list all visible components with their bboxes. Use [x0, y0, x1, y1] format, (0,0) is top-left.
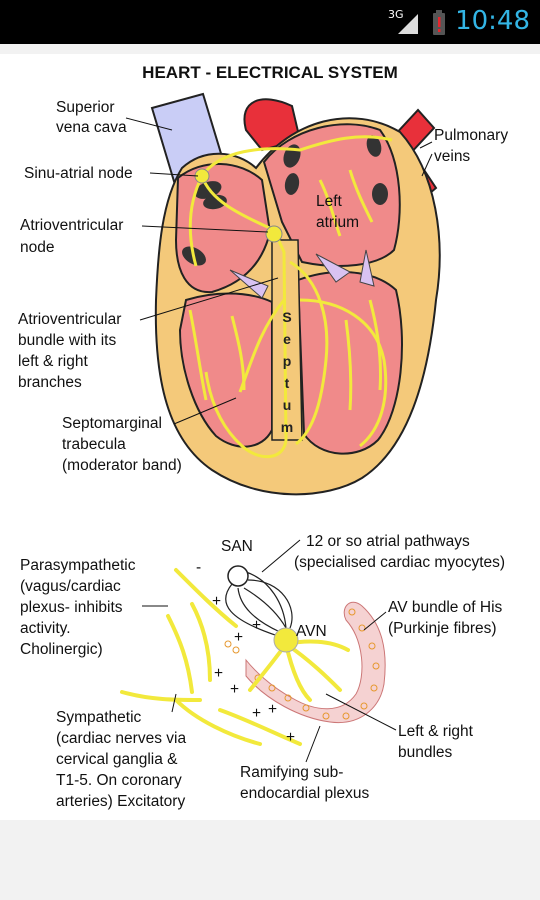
san-node — [227, 565, 249, 587]
atrioventricular-node — [265, 225, 283, 243]
label-av-node: node — [20, 239, 54, 256]
plus-sign: + — [268, 701, 277, 718]
battery-alert-icon — [433, 10, 445, 35]
label-septomarginal: Septomarginal — [62, 415, 162, 432]
label-sympathetic: (cardiac nerves via — [56, 730, 186, 747]
plus-sign: + — [252, 617, 261, 634]
signal-icon — [398, 14, 418, 34]
label-left-right-bundles: bundles — [398, 744, 453, 761]
plus-sign: + — [214, 665, 223, 682]
plus-sign: + — [234, 629, 243, 646]
septum-letter: p — [283, 353, 292, 369]
label-parasympathetic: Cholinergic) — [20, 641, 103, 658]
label-superior-vena-cava: vena cava — [56, 119, 127, 136]
label-left-atrium: Left — [316, 193, 343, 210]
label-av-bundle-his: AV bundle of His — [388, 599, 503, 616]
label-av-node: Atrioventricular — [20, 217, 123, 234]
his-bundle — [245, 601, 386, 724]
septum-letter: m — [281, 419, 293, 435]
septum-letter: t — [285, 375, 290, 391]
network-type: 3G — [388, 8, 404, 21]
diagram-card: HEART - ELECTRICAL SYSTEM — [0, 54, 540, 820]
label-av-bundle: left & right — [18, 353, 88, 370]
label-sinu-atrial-node: Sinu-atrial node — [24, 165, 133, 182]
label-parasympathetic: plexus- inhibits — [20, 599, 123, 616]
label-sympathetic: arteries) Excitatory — [56, 793, 185, 810]
label-parasympathetic: Parasympathetic — [20, 557, 136, 574]
label-left-atrium: atrium — [316, 214, 359, 231]
label-av-bundle: branches — [18, 374, 82, 391]
label-ramifying: endocardial plexus — [240, 785, 370, 802]
label-pulmonary-veins: veins — [434, 148, 470, 165]
plus-sign: + — [252, 705, 261, 722]
conduction-schematic — [120, 565, 386, 746]
label-septomarginal: (moderator band) — [62, 457, 182, 474]
label-left-right-bundles: Left & right — [398, 723, 474, 740]
label-septomarginal: trabecula — [62, 436, 126, 453]
label-atrial-pathways: (specialised cardiac myocytes) — [294, 554, 505, 571]
plus-sign: + — [212, 593, 221, 610]
label-parasympathetic: activity. — [20, 620, 71, 637]
label-atrial-pathways: 12 or so atrial pathways — [306, 533, 470, 550]
conduction-paths — [188, 135, 393, 459]
label-pulmonary-veins: Pulmonary — [434, 127, 508, 144]
label-sympathetic: cervical ganglia & — [56, 751, 178, 768]
status-clock: 10:48 — [455, 6, 530, 36]
label-sympathetic: T1-5. On coronary — [56, 772, 182, 789]
heart-electrical-diagram: HEART - ELECTRICAL SYSTEM — [18, 63, 508, 810]
label-sympathetic: Sympathetic — [56, 709, 142, 726]
label-avn: AVN — [296, 623, 327, 640]
label-av-bundle-his: (Purkinje fibres) — [388, 620, 497, 637]
status-bar: 3G 10:48 — [0, 0, 540, 44]
heart-illustration: S e p t u m — [150, 92, 441, 496]
label-superior-vena-cava: Superior — [56, 99, 115, 116]
septum-letter: S — [282, 309, 291, 325]
plus-sign: + — [230, 681, 239, 698]
septum-letter: u — [283, 397, 292, 413]
diagram-title: HEART - ELECTRICAL SYSTEM — [142, 63, 398, 82]
label-parasympathetic: (vagus/cardiac — [20, 578, 121, 595]
plus-sign: + — [286, 729, 295, 746]
minus-sign: - — [196, 559, 201, 576]
label-ramifying: Ramifying sub- — [240, 764, 343, 781]
septum-letter: e — [283, 331, 291, 347]
avn-node — [273, 627, 299, 653]
label-av-bundle: Atrioventricular — [18, 311, 121, 328]
label-san: SAN — [221, 538, 253, 555]
label-av-bundle: bundle with its — [18, 332, 116, 349]
